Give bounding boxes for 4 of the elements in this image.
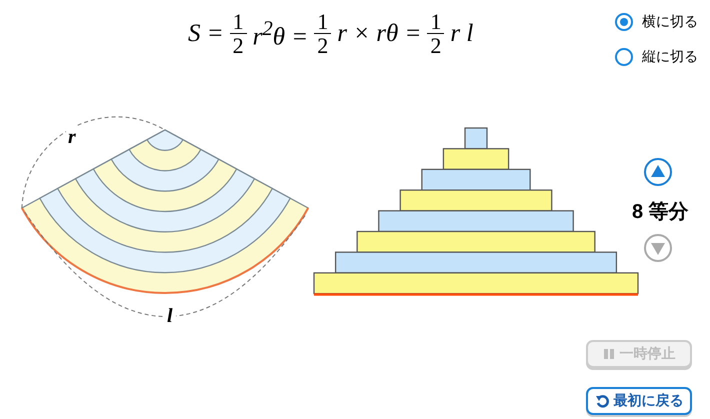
count-label: 8 等分 [632, 200, 689, 225]
radio-option: 横に切る [614, 12, 698, 32]
radio-option: 縦に切る [614, 47, 698, 67]
reset-button: 最初に戻る [586, 387, 692, 415]
